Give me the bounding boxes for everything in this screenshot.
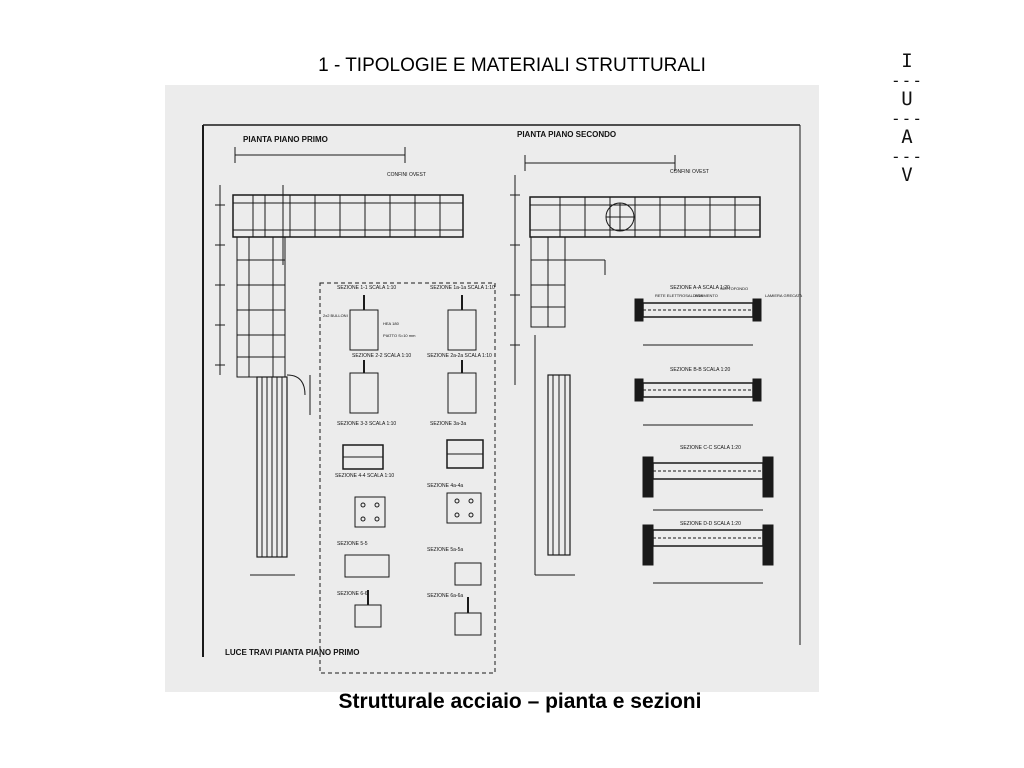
boundary-west-label-left: CONFINI OVEST (387, 172, 426, 178)
section-2a-label: SEZIONE 2a-2a SCALA 1:10 (427, 353, 492, 359)
iuav-logo: I --- U --- A --- V (887, 52, 927, 185)
drawing-svg: PIANTA PIANO PRIMO PIANTA PIANO SECONDO … (202, 124, 803, 674)
mesh-note: RETE ELETTROSALDATA (655, 293, 703, 298)
section-3a-label: SEZIONE 3a-3a (430, 421, 466, 427)
section-1-label: SEZIONE 1-1 SCALA 1:10 (337, 285, 396, 291)
logo-letter-i: I (901, 50, 913, 72)
slide-title: 1 - TIPOLOGIE E MATERIALI STRUTTURALI (318, 55, 706, 76)
sheet-note: LAMIERA GRECATA (765, 293, 803, 298)
logo-separator: --- (891, 147, 923, 166)
slab-sections (634, 298, 774, 584)
beam-span-plan-label: LUCE TRAVI PIANTA PIANO PRIMO (225, 648, 360, 657)
logo-separator: --- (891, 109, 923, 128)
section-4a-label: SEZIONE 4a-4a (427, 483, 463, 489)
section-details-right (446, 295, 484, 636)
structural-drawing: PIANTA PIANO PRIMO PIANTA PIANO SECONDO … (165, 85, 819, 692)
plan-first-floor-label: PIANTA PIANO PRIMO (243, 135, 328, 144)
logo-letter-v: V (901, 164, 913, 186)
logo-letter-u: U (901, 88, 913, 110)
section-c-label: SEZIONE C-C SCALA 1:20 (680, 445, 741, 451)
plan-second-floor-group (510, 155, 761, 576)
section-3-label: SEZIONE 3-3 SCALA 1:10 (337, 421, 396, 427)
section-1a-label: SEZIONE 1a-1a SCALA 1:10 (430, 285, 495, 291)
section-5-label: SEZIONE 5-5 (337, 541, 368, 547)
section-d-label: SEZIONE D-D SCALA 1:20 (680, 521, 741, 527)
section-a-label: SEZIONE A-A SCALA 1:20 (670, 285, 730, 291)
bolts-note: 2x2 BULLONI (323, 313, 348, 318)
logo-letter-a: A (901, 126, 913, 148)
plan-first-floor-group (215, 147, 464, 576)
slide-caption: Strutturale acciaio – pianta e sezioni (338, 690, 702, 713)
section-5a-label: SEZIONE 5a-5a (427, 547, 463, 553)
boundary-west-label-right: CONFINI OVEST (670, 169, 709, 175)
section-6-label: SEZIONE 6-6 (337, 591, 368, 597)
section-2-label: SEZIONE 2-2 SCALA 1:10 (352, 353, 411, 359)
logo-separator: --- (891, 71, 923, 90)
profile-note: HEA 180 (383, 321, 400, 326)
section-6a-label: SEZIONE 6a-6a (427, 593, 463, 599)
section-4-label: SEZIONE 4-4 SCALA 1:10 (335, 473, 394, 479)
floor-note: PAVIMENTO (695, 293, 718, 298)
plan-second-floor-label: PIANTA PIANO SECONDO (517, 130, 616, 139)
section-details-left (342, 295, 390, 628)
section-b-label: SEZIONE B-B SCALA 1:20 (670, 367, 731, 373)
subfloor-note: SOTTOFONDO (720, 286, 748, 291)
plate-note: PIATTO S=10 mm (383, 333, 416, 338)
